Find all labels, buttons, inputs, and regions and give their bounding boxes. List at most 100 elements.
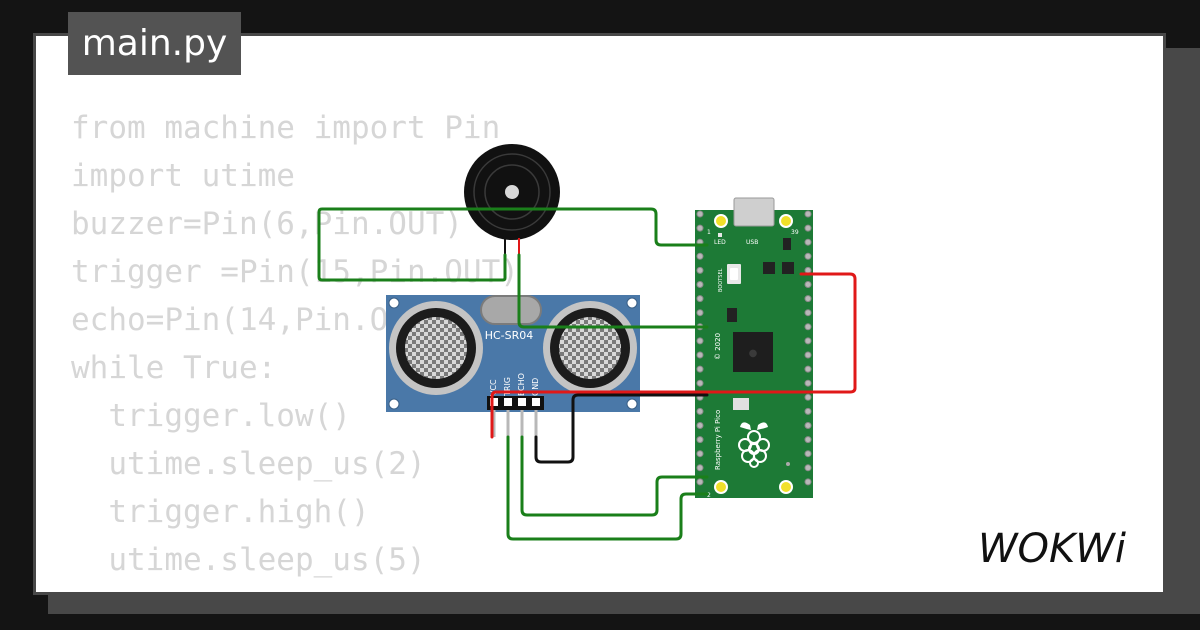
wokwi-logo-text: WOKWi [978,526,1126,572]
pico-pin-pad[interactable] [696,281,704,288]
pico-bootsel-label: BOOTSEL [718,268,724,292]
ultrasonic-sensor[interactable]: HC-SR04 VCC TRIG ECHO GND [386,295,640,437]
mounting-hole-icon [388,398,400,410]
pico-pin-pad[interactable] [696,309,704,317]
pico-pin-header-left [696,210,704,486]
sensor-pin-trig[interactable] [504,398,512,406]
pico-pin-pad[interactable] [696,464,704,472]
pico-pin-pad[interactable] [696,266,704,274]
pico-pin-pad[interactable] [804,464,812,472]
sensor-model-label: HC-SR04 [485,329,534,342]
pico-component [763,262,775,274]
code-line: echo=Pin(14,Pin.OUT) [71,302,445,338]
pico-board[interactable]: LED USB 1 2 39 BOOTSEL ● © 2020 Raspberr… [695,197,813,499]
code-line: from machine import Pin [71,110,501,146]
pico-pin-pad[interactable] [696,365,704,373]
sensor-pin-header [487,396,544,410]
wire-sensor-gnd[interactable] [534,393,709,464]
wire-sensor-vcc[interactable] [490,272,857,439]
usb-connector-icon [733,197,775,227]
pico-pin-pad[interactable] [696,224,704,232]
mounting-hole-icon [716,216,726,226]
mounting-hole-icon [716,482,726,492]
crystal-oscillator-icon [480,295,542,325]
rp2040-chip [733,332,773,372]
pico-pin-pad[interactable] [804,252,812,260]
pico-pin-pad[interactable] [696,337,704,345]
wires [317,207,857,541]
sensor-pin-label-vcc: VCC [489,379,498,396]
sensor-pin-vcc[interactable] [490,398,498,406]
pico-pin-pad[interactable] [804,238,812,246]
pico-pin-pad[interactable] [804,351,812,359]
transducer-left-icon [389,301,483,395]
mounting-hole-icon [781,482,791,492]
pico-pin-pad[interactable] [696,422,704,429]
pico-pin-pad[interactable] [804,295,812,303]
led-icon [718,233,722,237]
pico-pin-pad[interactable] [804,422,812,429]
wire-sensor-trig[interactable] [506,435,709,541]
pico-pin-pad[interactable] [804,224,812,232]
mounting-hole-icon [781,216,791,226]
pico-pin-header-right [804,210,812,486]
pico-pin-pad[interactable] [696,252,704,260]
wire-sensor-echo[interactable] [520,435,709,517]
pico-pin-pad[interactable] [696,351,704,359]
pico-pin-2-label: 2 [707,492,711,499]
sensor-pin-label-echo: ECHO [517,373,526,396]
raspberry-pi-logo-icon [738,422,770,468]
svg-text:●: ● [749,348,758,359]
buzzer[interactable] [464,144,560,255]
code-line: import utime [71,158,295,194]
pico-pin-pad[interactable] [804,393,812,401]
mounting-hole-icon [626,398,638,410]
pico-component [727,308,737,322]
pico-pin-pad[interactable] [804,407,812,415]
transducer-right-icon [543,301,637,395]
pico-pin-39-label: 39 [791,229,799,236]
code-line: trigger.high() [71,494,370,530]
pico-pin-pad[interactable] [804,281,812,288]
pico-pin-pad[interactable] [696,436,704,444]
pico-pin-pad[interactable] [696,210,704,218]
code-line: trigger.low() [71,398,351,434]
code-line: buzzer=Pin(6,Pin.OUT) [71,206,463,242]
sensor-pin-gnd[interactable] [532,398,540,406]
mounting-hole-icon [626,297,638,309]
sensor-pin-label-trig: TRIG [503,377,512,397]
code-line: trigger.low() [71,584,519,592]
mounting-hole-icon [388,297,400,309]
pico-led-label: LED [714,239,726,246]
sensor-pin-label-gnd: GND [531,378,540,396]
pico-pin-pad[interactable] [804,210,812,218]
pico-pin-pad[interactable] [804,337,812,345]
pico-pin-pad[interactable] [804,365,812,373]
wire-buzzer-signal[interactable] [517,253,709,329]
pico-component [782,262,794,274]
pico-pin-pad[interactable] [696,450,704,458]
code-line: while True: [71,350,277,386]
pico-pin-pad[interactable] [696,379,704,387]
wire-buzzer-gnd[interactable] [317,207,709,282]
sensor-pin-echo[interactable] [518,398,526,406]
pico-usb-label: USB [746,239,758,246]
code-line: utime.sleep_us(5) [71,542,426,578]
pico-pin-pad[interactable] [804,450,812,458]
pico-pin-pad[interactable] [804,323,812,331]
code-preview: from machine import Pin import utime buzze… [71,104,519,592]
pico-pin-pad[interactable] [804,478,812,486]
pico-pin-pad[interactable] [804,379,812,387]
pico-copyright: © 2020 [714,333,722,360]
pico-pin-1-label: 1 [707,229,711,236]
pico-pin-pad[interactable] [804,436,812,444]
code-line: utime.sleep_us(2) [71,446,426,482]
code-line: trigger =Pin(15,Pin.OUT) [71,254,519,290]
pico-pin-pad[interactable] [696,295,704,303]
wokwi-logo: WOKWi [978,526,1126,572]
pico-pin-pad[interactable] [696,407,704,415]
pico-pin-pad[interactable] [696,478,704,486]
pico-pin-pad[interactable] [804,309,812,317]
file-tab[interactable]: main.py [68,12,241,75]
